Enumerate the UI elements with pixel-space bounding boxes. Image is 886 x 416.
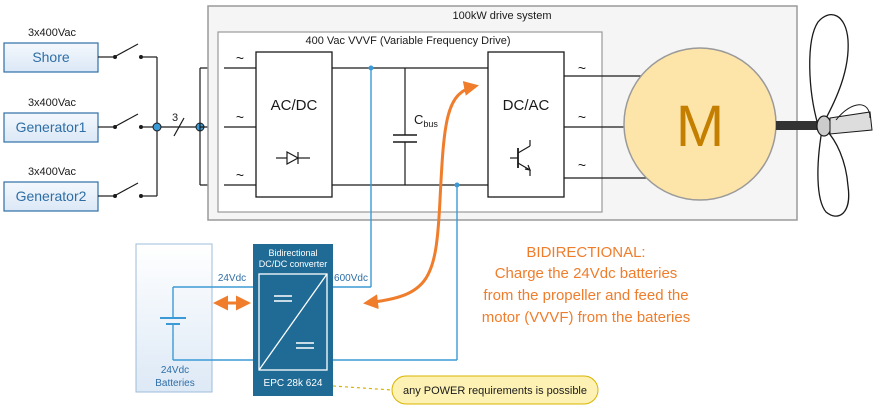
acdc-block: AC/DC — [255, 51, 333, 198]
ac-symbol-icon: ~ — [578, 157, 586, 173]
dcdc-title-line2: DC/DC converter — [259, 259, 328, 269]
ac-symbol-icon: ~ — [236, 167, 244, 183]
shore-voltage-label: 3x400Vac — [28, 27, 77, 39]
shore-label: Shore — [32, 49, 70, 65]
motor: M — [623, 47, 777, 201]
note-heading: BIDIRECTIONAL: — [526, 244, 645, 261]
ac-symbol-icon: ~ — [578, 60, 586, 76]
generator2-label: Generator2 — [16, 188, 87, 204]
ac-symbol-icon: ~ — [236, 50, 244, 66]
source-switches — [98, 43, 157, 198]
generator1-label: Generator1 — [16, 119, 87, 135]
dcdc-model-label: EPC 28k 624 — [264, 378, 323, 389]
source-generator1: 3x400Vac Generator1 — [3, 97, 99, 143]
note-line2: Charge the 24Vdc batteries — [495, 265, 678, 282]
callout-text: any POWER requirements is possible — [403, 385, 587, 397]
note-line3: from the propeller and feed the — [483, 287, 688, 304]
diode-icon — [276, 150, 310, 166]
note-line4: motor (VVVF) from the bateries — [482, 309, 690, 326]
three-phase-bus: 3 — [152, 57, 224, 196]
ac-symbol-icon: ~ — [236, 109, 244, 125]
phase-count-label: 3 — [172, 112, 178, 124]
source-generator2: 3x400Vac Generator2 — [3, 166, 99, 212]
dcdc-converter: Bidirectional DC/DC converter EPC 28k 62… — [253, 244, 333, 396]
dcdc-right-voltage: 600Vdc — [334, 273, 368, 284]
dcdc-title-line1: Bidirectional — [268, 248, 317, 258]
generator1-voltage-label: 3x400Vac — [28, 97, 77, 109]
dclink-bidirectional-arrow — [363, 81, 479, 310]
acdc-label: AC/DC — [271, 97, 318, 114]
propeller-icon — [776, 14, 873, 217]
generator2-box — [3, 181, 99, 212]
power-callout: any POWER requirements is possible — [332, 375, 599, 405]
shore-box — [3, 42, 99, 73]
motor-label: M — [676, 94, 724, 159]
bidirectional-note: BIDIRECTIONAL: Charge the 24Vdc batterie… — [482, 244, 690, 326]
source-shore: 3x400Vac Shore — [3, 27, 99, 73]
drive-system-title: 100kW drive system — [452, 10, 551, 22]
transistor-icon — [510, 140, 531, 176]
generator1-box — [3, 112, 99, 143]
ac-input-symbols: ~ ~ ~ — [236, 50, 244, 183]
generator2-voltage-label: 3x400Vac — [28, 166, 77, 178]
dcac-label: DC/AC — [503, 97, 550, 114]
dcac-block: DC/AC — [487, 51, 565, 198]
battery-voltage-label: 24Vdc — [161, 365, 189, 376]
dcdc-left-voltage: 24Vdc — [218, 273, 246, 284]
ac-output-symbols: ~ ~ ~ — [578, 60, 586, 173]
vfd-title: 400 Vac VVVF (Variable Frequency Drive) — [305, 35, 510, 47]
battery-pack: 24Vdc Batteries — [135, 243, 213, 393]
ac-symbol-icon: ~ — [578, 109, 586, 125]
bus-junction-left — [152, 122, 162, 132]
battery-name-label: Batteries — [155, 378, 194, 389]
